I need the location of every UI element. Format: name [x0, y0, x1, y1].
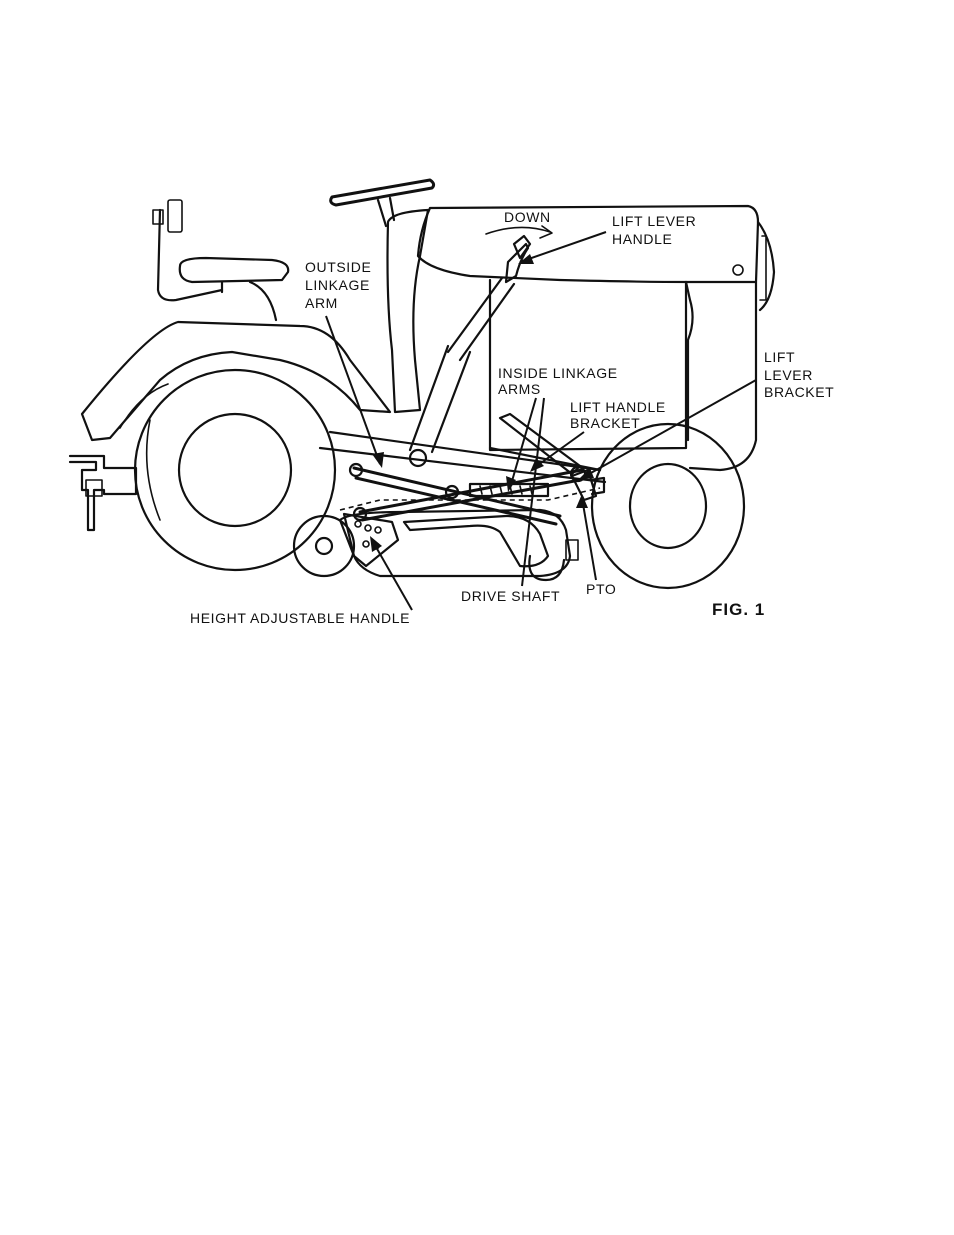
leader-pto-head [576, 494, 588, 508]
label-outside-linkage-arm-1: OUTSIDE [305, 259, 371, 275]
label-pto: PTO [586, 581, 616, 597]
label-lift-lever-bracket-2: LEVER [764, 367, 813, 383]
seat-support [222, 282, 276, 320]
label-outside-linkage-arm-3: ARM [305, 295, 338, 311]
lift-lever-shaft [448, 278, 514, 360]
leader-pto [582, 498, 596, 580]
label-lift-lever-handle-2: HANDLE [612, 231, 672, 247]
gauge-wheel-hub [316, 538, 332, 554]
label-lift-lever-handle-1: LIFT LEVER [612, 213, 696, 229]
gauge-wheel [294, 516, 354, 576]
leader-lines [326, 232, 756, 610]
label-lift-handle-bracket-1: LIFT HANDLE [570, 399, 666, 415]
rear-wheel [135, 370, 335, 570]
steering-column [378, 198, 394, 226]
label-height-adjustable-handle: HEIGHT ADJUSTABLE HANDLE [190, 610, 410, 626]
seat [180, 258, 288, 282]
leader-height-adjustable-handle-head [370, 536, 382, 552]
fender-inner [120, 384, 168, 428]
labels: DOWN LIFT LEVER HANDLE OUTSIDE LINKAGE A… [190, 209, 834, 626]
label-drive-shaft: DRIVE SHAFT [461, 588, 560, 604]
leader-lift-lever-handle [520, 232, 606, 262]
hood-bolt [733, 265, 743, 275]
label-down: DOWN [504, 209, 551, 225]
figure-caption: FIG. 1 [712, 600, 765, 619]
label-lift-lever-bracket-1: LIFT [764, 349, 795, 365]
height-hole-4 [363, 541, 369, 547]
height-hole-2 [365, 525, 371, 531]
front-body [690, 282, 756, 470]
label-inside-linkage-arms-2: ARMS [498, 381, 541, 397]
down-arrow [486, 226, 552, 238]
deck-spindle-hook [529, 556, 564, 580]
leader-outside-linkage-arm-head [372, 452, 384, 468]
height-hole-1 [355, 521, 361, 527]
dash-console [388, 210, 429, 412]
label-inside-linkage-arms-1: INSIDE LINKAGE [498, 365, 618, 381]
label-outside-linkage-arm-2: LINKAGE [305, 277, 370, 293]
label-lift-lever-bracket-3: BRACKET [764, 384, 834, 400]
rear-fender [82, 322, 390, 440]
rear-reflector [168, 200, 182, 232]
label-lift-handle-bracket-2: BRACKET [570, 415, 640, 431]
rear-hitch [70, 456, 136, 530]
front-grille-inner [760, 236, 766, 300]
rear-handle-clip [153, 210, 163, 224]
hood [418, 206, 758, 282]
height-hole-3 [375, 527, 381, 533]
steering-wheel [331, 180, 434, 205]
